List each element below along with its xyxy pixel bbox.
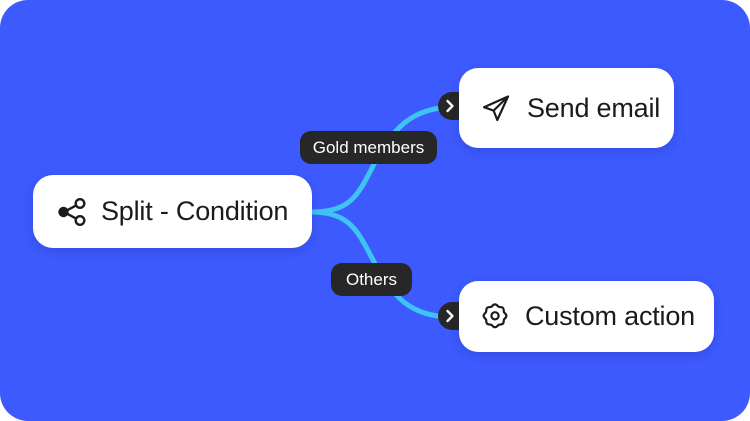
chevron-right-icon [445, 309, 456, 323]
node-split-condition[interactable]: Split - Condition [33, 175, 312, 248]
paper-plane-icon [479, 91, 513, 125]
branch-label-gold-members[interactable]: Gold members [300, 131, 437, 164]
node-custom-action[interactable]: Custom action [459, 281, 714, 352]
share-nodes-icon [55, 195, 89, 229]
node-label: Send email [527, 92, 661, 123]
chevron-right-icon [445, 99, 456, 113]
branch-label-text: Gold members [312, 138, 425, 157]
node-label: Custom action [525, 301, 695, 331]
node-label: Split - Condition [101, 196, 289, 226]
branch-label-text: Others [345, 270, 398, 289]
branch-label-others[interactable]: Others [331, 263, 412, 296]
node-send-email[interactable]: Send email [459, 68, 674, 148]
gear-icon [479, 301, 511, 333]
